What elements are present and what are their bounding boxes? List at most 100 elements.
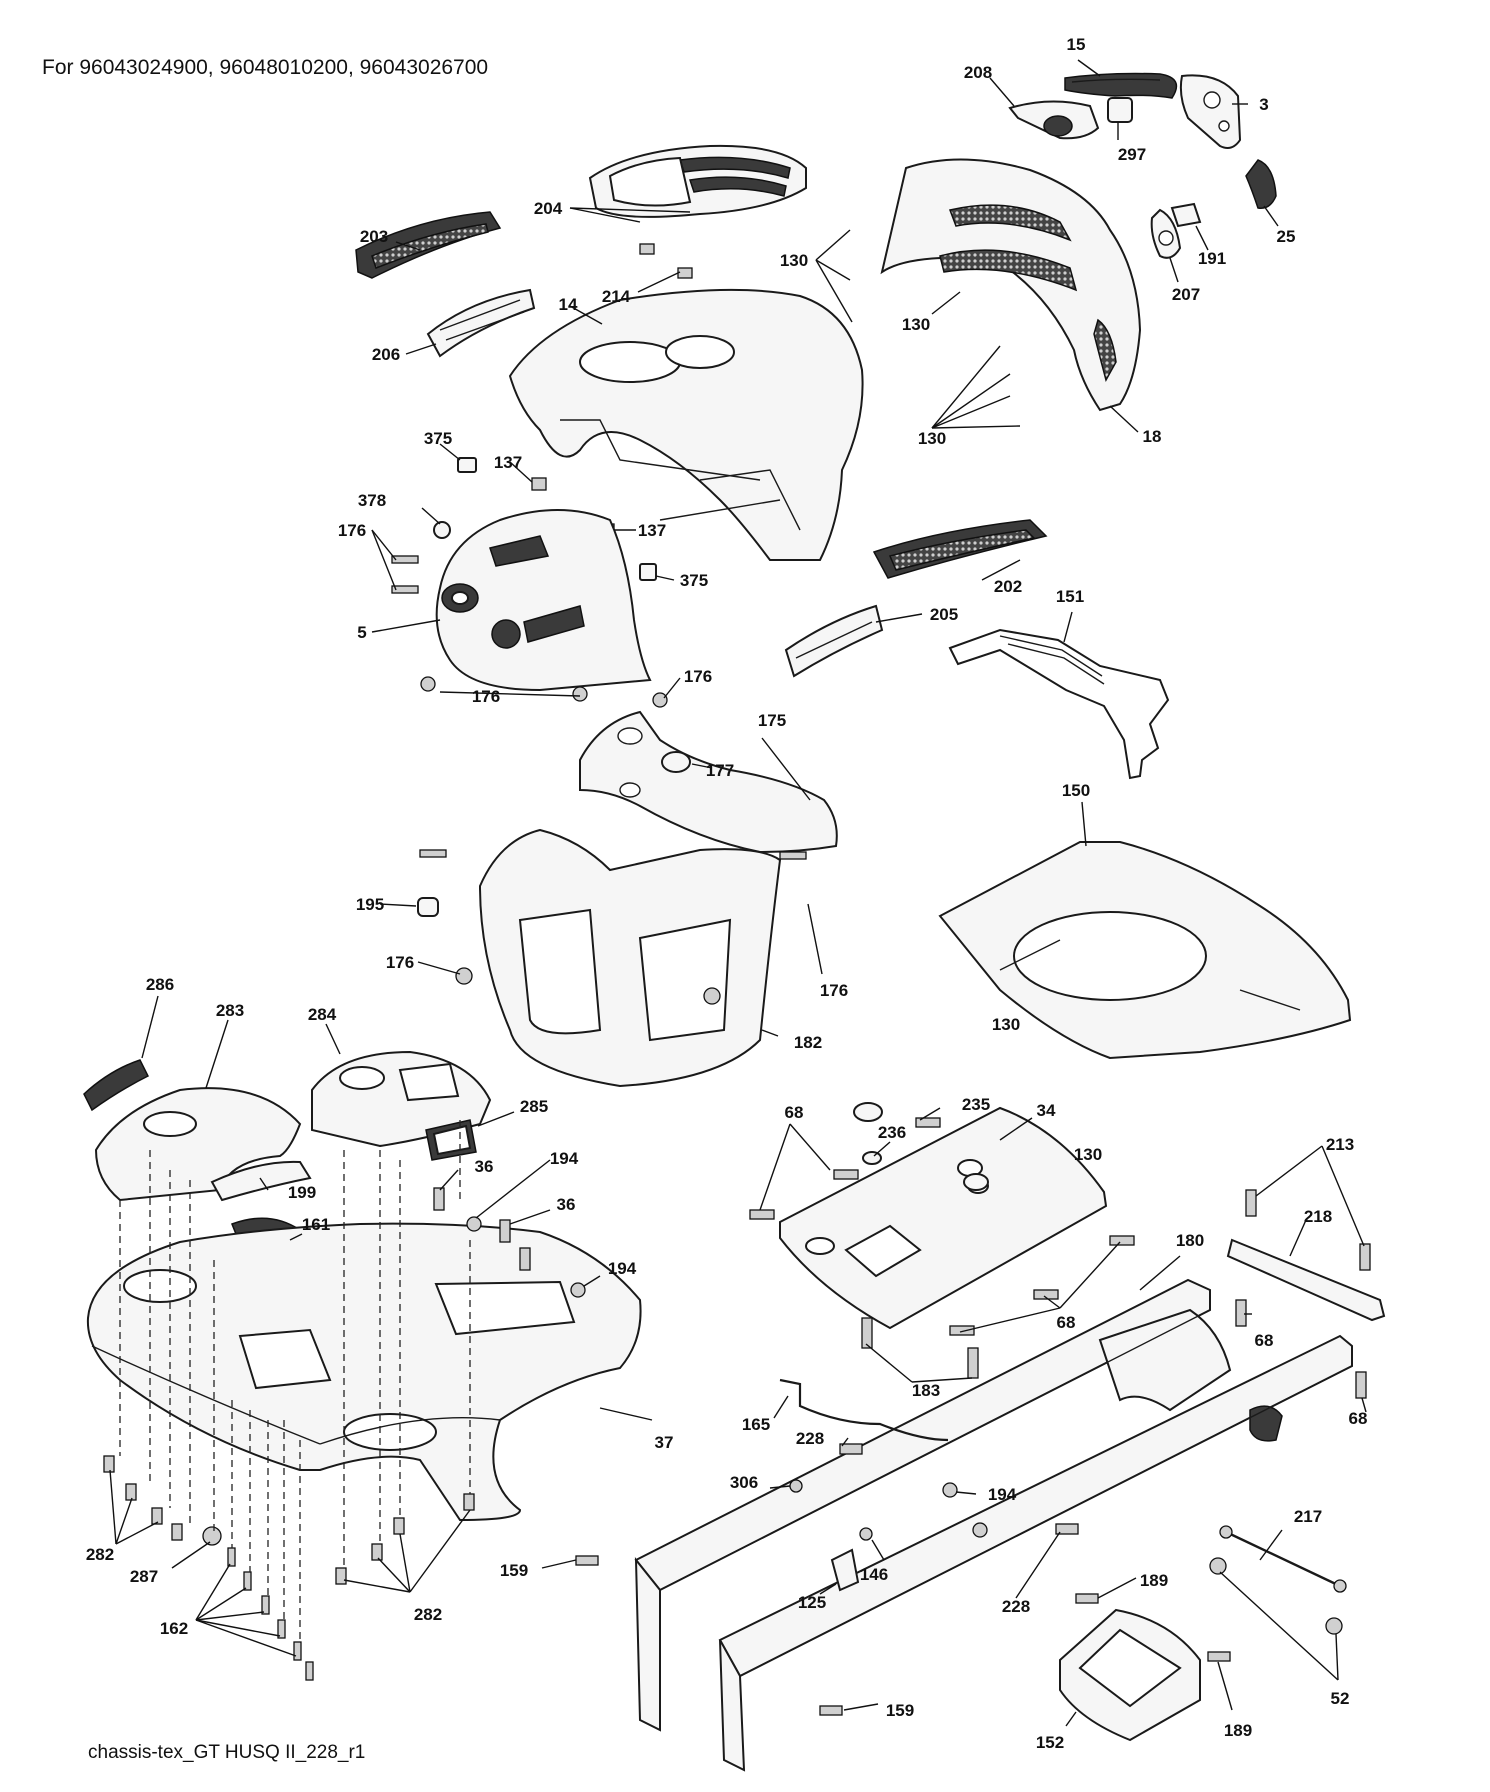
callout-36-top: 36 [475, 1157, 494, 1176]
part-151-bracket [948, 628, 1170, 780]
part-180-main-frame [634, 1278, 1353, 1772]
leader-lines [109, 59, 1367, 1727]
callout-297: 297 [1118, 145, 1146, 164]
part-18-front-bumper-nose [880, 158, 1142, 412]
callout-228-top: 228 [796, 1429, 824, 1448]
part-5-dash-panel [435, 509, 652, 692]
part-206-vent [426, 288, 536, 358]
callout-176-dash-bottom: 176 [472, 687, 500, 706]
part-194-nuts [466, 1216, 586, 1298]
callout-183: 183 [912, 1381, 940, 1400]
callout-37: 37 [655, 1433, 674, 1452]
part-203-grille-insert [355, 211, 502, 279]
part-194-frame-nuts [942, 1482, 988, 1538]
part-176-lower-bolts [419, 849, 807, 1005]
callout-150: 150 [1062, 781, 1090, 800]
part-36-body-bolts [433, 1187, 531, 1271]
callout-205: 205 [930, 605, 958, 624]
part-283-left-fender-cover [94, 1087, 302, 1202]
callout-152: 152 [1036, 1733, 1064, 1752]
callout-204: 204 [534, 199, 563, 218]
callout-176-lower-left: 176 [386, 953, 414, 972]
callout-14: 14 [559, 295, 578, 314]
callout-287: 287 [130, 1567, 158, 1586]
part-287-grommet [202, 1526, 222, 1546]
part-207-bracket [1150, 208, 1182, 259]
part-177-bushing [661, 751, 691, 773]
callout-125: 125 [798, 1593, 826, 1612]
part-208-headlight-housing [1008, 100, 1100, 140]
callout-213: 213 [1326, 1135, 1354, 1154]
part-235-bushings [853, 1102, 989, 1191]
part-285-handle [425, 1119, 477, 1161]
callout-159-bottom: 159 [886, 1701, 914, 1720]
callout-191: 191 [1198, 249, 1226, 268]
callout-194-frame: 194 [988, 1485, 1017, 1504]
callout-labels: 15 208 3 297 25 191 207 204 203 214 130 … [86, 35, 1368, 1752]
part-68-plate-bolts [749, 1117, 1135, 1336]
callout-375-side: 375 [680, 571, 708, 590]
callout-162: 162 [160, 1619, 188, 1638]
part-306-nut [789, 1479, 803, 1493]
part-218-bracket [1226, 1238, 1386, 1322]
callout-208: 208 [964, 63, 992, 82]
callout-18: 18 [1143, 427, 1162, 446]
callout-68-frame-right: 68 [1349, 1409, 1368, 1428]
part-137-upper-clip [531, 477, 547, 491]
callout-206: 206 [372, 345, 400, 364]
part-375-upper-clip [457, 457, 477, 473]
callout-282-left: 282 [86, 1545, 114, 1564]
part-15-headlight-lens [1064, 72, 1178, 99]
part-375-side-clip [639, 563, 657, 581]
callout-306: 306 [730, 1473, 758, 1492]
callout-130-top-bottom: 130 [918, 429, 946, 448]
part-165-rod [779, 1378, 949, 1442]
callout-3: 3 [1259, 95, 1268, 114]
part-214-clips [639, 243, 693, 279]
callout-282-right: 282 [414, 1605, 442, 1624]
callout-378: 378 [358, 491, 386, 510]
part-175-steering-support [579, 710, 838, 854]
part-183-plate-bolts [861, 1317, 979, 1379]
part-52-nuts [1209, 1557, 1343, 1635]
callout-194-mid: 194 [608, 1259, 637, 1278]
part-150-floor-pan [938, 841, 1352, 1060]
callout-195: 195 [356, 895, 384, 914]
callout-202: 202 [994, 577, 1022, 596]
callout-5: 5 [357, 623, 366, 642]
callout-194-top: 194 [550, 1149, 579, 1168]
callout-36-right: 36 [557, 1195, 576, 1214]
part-195-plug [417, 897, 439, 917]
callout-146: 146 [860, 1565, 888, 1584]
callout-159-left: 159 [500, 1561, 528, 1580]
callout-15: 15 [1067, 35, 1086, 54]
part-202-front-grille [872, 519, 1048, 579]
callout-68-plate-right: 68 [1057, 1313, 1076, 1332]
part-199-heat-shield [210, 1160, 312, 1202]
callout-285: 285 [520, 1097, 548, 1116]
part-14-hood [508, 288, 864, 561]
callout-137-side: 137 [638, 521, 666, 540]
mount-lines-rear-body [119, 1120, 471, 1642]
callout-189-bottom: 189 [1224, 1721, 1252, 1740]
part-213-bolts [1245, 1189, 1371, 1271]
callout-217: 217 [1294, 1507, 1322, 1526]
part-176-dash-bolts [391, 555, 668, 708]
callout-130-floor-right: 130 [1074, 1145, 1102, 1164]
part-37-rear-body [86, 1222, 642, 1522]
callout-180: 180 [1176, 1231, 1204, 1250]
part-191-clip [1170, 202, 1202, 228]
callout-176-lower-right: 176 [820, 981, 848, 1000]
part-378-grommet [433, 521, 451, 539]
callout-207: 207 [1172, 285, 1200, 304]
part-284-right-fender-cover [311, 1050, 492, 1148]
callout-214: 214 [602, 287, 631, 306]
callout-68-frame-left: 68 [1255, 1331, 1274, 1350]
part-217-stabilizer-rod [1219, 1525, 1347, 1593]
part-286-reflector [83, 1059, 150, 1112]
callout-236: 236 [878, 1123, 906, 1142]
part-282-clips [103, 1455, 475, 1585]
part-297-bulb-socket [1107, 97, 1133, 123]
part-204-hood-vent-top [588, 144, 807, 218]
